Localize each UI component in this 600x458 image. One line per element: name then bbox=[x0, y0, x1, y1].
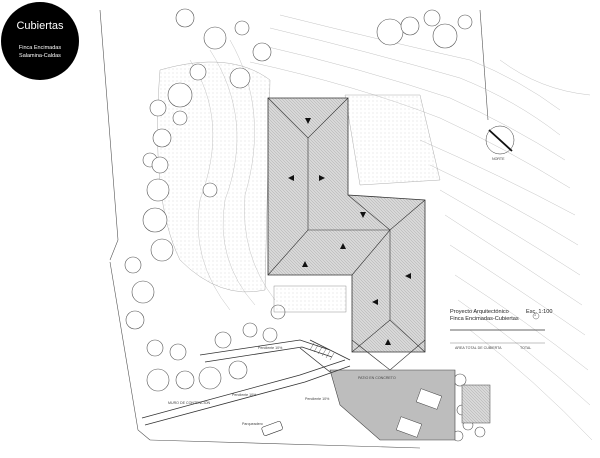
tree-12 bbox=[151, 156, 169, 174]
tree-26 bbox=[214, 331, 232, 349]
tree-24 bbox=[198, 366, 222, 390]
tree-5 bbox=[189, 63, 207, 81]
patio-label: PATIO EN CONCRETO bbox=[358, 376, 396, 380]
area-value: TOTAL bbox=[520, 346, 532, 350]
site-boundary bbox=[99, 9, 489, 449]
tree-35 bbox=[453, 373, 467, 387]
north-arrow bbox=[485, 125, 515, 155]
lower-terrace bbox=[273, 285, 347, 313]
sheet-number: 1 bbox=[534, 313, 536, 317]
tree-9 bbox=[172, 110, 188, 126]
tree-21 bbox=[169, 343, 187, 361]
tree-25 bbox=[228, 360, 248, 380]
tree-13 bbox=[146, 178, 170, 202]
tree-22 bbox=[146, 368, 170, 392]
tree-34 bbox=[457, 14, 473, 30]
tree-40 bbox=[474, 426, 486, 438]
north-label: NORTE bbox=[492, 157, 505, 161]
badge-line-2: Salamina-Caldas bbox=[19, 53, 61, 59]
tree-10 bbox=[152, 128, 172, 148]
tree-30 bbox=[376, 18, 404, 46]
tree-17 bbox=[124, 256, 142, 274]
tree-7 bbox=[167, 82, 193, 108]
parking-label: Parqueadero bbox=[242, 422, 263, 426]
tree-18 bbox=[131, 280, 155, 304]
tree-20 bbox=[146, 339, 164, 357]
badge-title: Cubiertas bbox=[16, 20, 64, 32]
title-badge: Cubiertas Finca Encimadas Salamina-Calda… bbox=[1, 2, 79, 80]
tree-1 bbox=[175, 8, 195, 28]
project-name: Proyecto Arquitectónico bbox=[450, 309, 509, 315]
badge-line-1: Finca Encimadas bbox=[18, 45, 62, 51]
tree-2 bbox=[203, 26, 227, 50]
tree-6 bbox=[229, 67, 251, 89]
roof-plan bbox=[267, 97, 426, 371]
tree-16 bbox=[150, 238, 174, 262]
tree-27 bbox=[242, 322, 258, 338]
tree-15 bbox=[142, 207, 168, 233]
trees bbox=[124, 8, 486, 442]
slope-label-3: Pendiente 10% bbox=[305, 397, 330, 401]
parked-car bbox=[261, 421, 283, 436]
tree-4 bbox=[252, 42, 272, 62]
tree-8 bbox=[149, 99, 167, 117]
tree-14 bbox=[202, 182, 218, 198]
slope-label-1: Pendiente 10% bbox=[258, 346, 283, 350]
tree-28 bbox=[262, 327, 278, 343]
tree-23 bbox=[175, 370, 195, 390]
sheet-name: Finca Encimadas-Cubiertas bbox=[450, 316, 519, 322]
wall-label: MURO DE CONTENCION bbox=[168, 401, 211, 405]
scale-label: Esc. 1:100 bbox=[526, 309, 553, 315]
access-ramp bbox=[141, 339, 351, 426]
tree-33 bbox=[423, 9, 441, 27]
tree-32 bbox=[432, 23, 458, 49]
slope-label-2: Pendiente 10% bbox=[232, 393, 257, 397]
title-block-lines bbox=[450, 312, 545, 344]
tree-19 bbox=[125, 310, 145, 330]
patio-paving bbox=[329, 369, 491, 441]
ramp-steps bbox=[309, 342, 335, 361]
tree-3 bbox=[234, 20, 250, 36]
area-label: AREA TOTAL DE CUBIERTA bbox=[455, 346, 502, 350]
tree-31 bbox=[400, 16, 420, 36]
